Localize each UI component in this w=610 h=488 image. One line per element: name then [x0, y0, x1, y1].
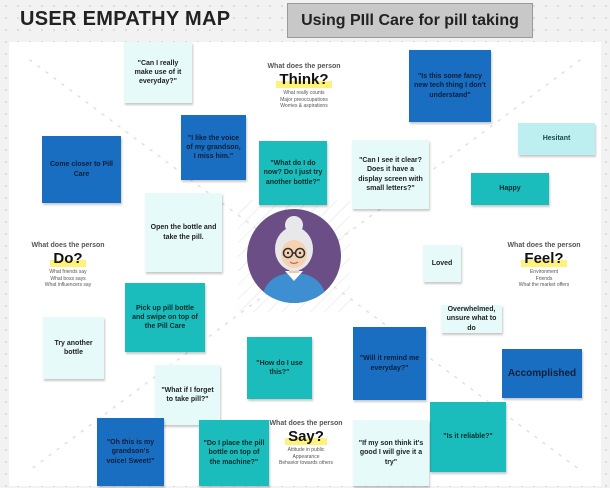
note-say-forget-pill[interactable]: "What if I forget to take pill?": [155, 365, 220, 425]
feel-sub-1: Environment: [529, 269, 559, 275]
note-do-swipe-bottle[interactable]: Pick up pill bottle and swipe on top of …: [125, 283, 205, 352]
page-title: USER EMPATHY MAP: [20, 8, 231, 30]
feel-prompt: What does the person: [507, 242, 581, 249]
note-say-place-bottle[interactable]: "Do I place the pill bottle on top of th…: [199, 420, 269, 486]
think-sub-3: Worries & aspirations: [280, 103, 328, 109]
do-sub-1: What friends say: [49, 269, 87, 275]
think-header: What does the person Think? What really …: [250, 63, 358, 110]
note-do-come-closer[interactable]: Come closer to Pill Care: [42, 136, 121, 203]
note-say-reliable[interactable]: "Is it reliable?": [430, 402, 506, 472]
say-sub-2: Appearance: [292, 453, 320, 460]
feel-word: Feel?: [521, 250, 567, 267]
do-word: Do?: [50, 250, 86, 267]
note-say-son-thinks[interactable]: "If my son think it's good I will give i…: [353, 420, 429, 486]
feel-sub-2: Friends: [535, 275, 553, 282]
think-sub-2: Major preoccupations: [280, 96, 328, 103]
note-say-remind-me[interactable]: "Will it remind me everyday?": [353, 327, 426, 400]
think-word: Think?: [276, 71, 332, 88]
topic-banner: Using PIll Care for pill taking: [287, 3, 533, 38]
say-word: Say?: [285, 428, 327, 445]
say-header: What does the person Say? Attitude in pu…: [258, 420, 354, 467]
note-think-what-now[interactable]: "What do I do now? Do I just try another…: [259, 141, 327, 205]
do-header: What does the person Do? What friends sa…: [24, 242, 112, 289]
do-prompt: What does the person: [31, 242, 105, 249]
note-think-daily-use[interactable]: "Can I really make use of it everyday?": [124, 42, 192, 103]
note-do-open-bottle[interactable]: Open the bottle and take the pill.: [145, 193, 222, 272]
feel-sub-3: What the market offers: [518, 282, 570, 288]
note-feel-happy[interactable]: Happy: [471, 173, 549, 205]
think-prompt: What does the person: [267, 63, 341, 70]
grandmother-avatar: [247, 209, 341, 303]
think-sub-1: What really counts: [283, 90, 325, 96]
say-sub-1: Attitude in public: [287, 447, 325, 453]
note-feel-loved[interactable]: Loved: [423, 245, 461, 282]
note-think-fancy-tech[interactable]: "Is this some fancy new tech thing I don…: [409, 50, 491, 122]
note-think-display-screen[interactable]: "Can I see it clear? Does it have a disp…: [352, 140, 429, 209]
do-sub-3: What influencers say: [44, 282, 92, 288]
note-feel-hesitant[interactable]: Hesitant: [518, 123, 595, 155]
note-think-grandson-voice[interactable]: "I like the voice of my grandson, I miss…: [181, 115, 246, 180]
note-feel-overwhelmed[interactable]: Overwhelmed, unsure what to do: [441, 305, 502, 333]
note-say-grandson-sweet[interactable]: "Oh this is my grandson's voice! Sweet!": [97, 418, 164, 486]
grandmother-illustration: [261, 216, 327, 303]
note-do-try-another[interactable]: Try another bottle: [43, 317, 104, 379]
say-prompt: What does the person: [269, 420, 343, 427]
note-say-how-to-use[interactable]: "How do I use this?": [247, 337, 312, 399]
note-feel-accomplished[interactable]: Accomplished: [502, 349, 582, 398]
do-sub-2: What boss says: [50, 275, 86, 282]
say-sub-3: Behavior towards others: [279, 460, 333, 466]
